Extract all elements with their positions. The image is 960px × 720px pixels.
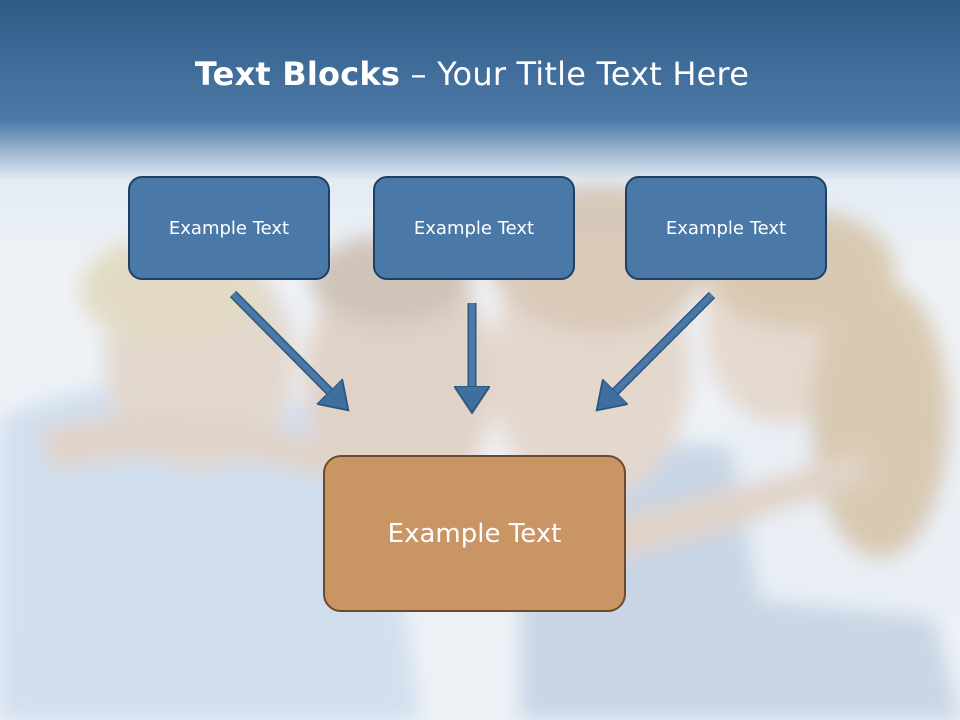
main-text-block-label: Example Text	[387, 518, 562, 549]
slide-title: Text Blocks – Your Title Text Here	[0, 55, 944, 93]
text-block-2-label: Example Text	[413, 217, 535, 239]
text-block-1-label: Example Text	[168, 217, 290, 239]
title-dash: –	[400, 55, 438, 93]
title-bold: Text Blocks	[194, 55, 401, 93]
text-block-2[interactable]: Example Text	[373, 176, 575, 280]
title-rest: Your Title Text Here	[437, 55, 750, 93]
text-block-3-label: Example Text	[665, 217, 787, 239]
text-block-3[interactable]: Example Text	[625, 176, 827, 280]
title-bar: Text Blocks – Your Title Text Here	[0, 0, 960, 150]
main-text-block[interactable]: Example Text	[323, 455, 626, 612]
arrow-left	[229, 290, 342, 404]
text-block-1[interactable]: Example Text	[128, 176, 330, 280]
arrow-right	[603, 291, 716, 404]
